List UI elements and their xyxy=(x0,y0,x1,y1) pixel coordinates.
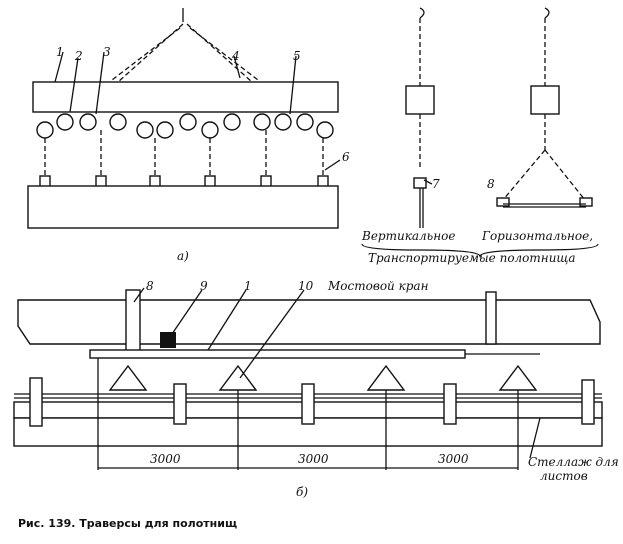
view-b-caption: б) xyxy=(296,485,308,499)
text-transported: Транспортируемые полотнища xyxy=(368,251,576,265)
label-6: 6 xyxy=(342,150,350,164)
dimension-1: 3000 xyxy=(150,452,181,466)
view-a-traverse: 1 2 3 4 5 6 а) xyxy=(27,8,350,263)
rack-label-line2: листов xyxy=(540,469,588,483)
sheet-orientation-legend: Вертикальное Горизонтальное, Транспортир… xyxy=(361,229,599,265)
view-a-caption: а) xyxy=(177,249,189,263)
label-3: 3 xyxy=(103,45,111,59)
figure-caption: Рис. 139. Траверсы для полотнищ xyxy=(18,517,237,530)
magnet-chains xyxy=(44,130,324,178)
view-b-crane: 3000 3000 3000 8 9 1 10 Мостовой кран Ст… xyxy=(13,279,619,499)
crane-bridge xyxy=(17,299,601,345)
hoist-block xyxy=(160,332,176,348)
label-7: 7 xyxy=(432,177,440,191)
horizontal-sheet-view: 8 xyxy=(487,7,593,208)
label-8-top: 8 xyxy=(487,177,495,191)
label-4: 4 xyxy=(231,49,240,63)
label-2: 2 xyxy=(74,49,83,63)
dimension-3: 3000 xyxy=(438,452,469,466)
label-1: 1 xyxy=(56,45,64,59)
label-1-crane: 1 xyxy=(244,279,252,293)
pulley-row xyxy=(36,113,334,139)
vertical-sheet-view: 7 xyxy=(405,7,440,228)
traverse-beam xyxy=(32,81,339,113)
sheet-plate xyxy=(27,185,339,229)
text-vertical: Вертикальное xyxy=(361,229,455,243)
label-9: 9 xyxy=(200,279,208,293)
posts xyxy=(29,377,595,427)
rack-label-line1: Стеллаж для xyxy=(528,455,619,469)
label-10: 10 xyxy=(298,279,314,293)
text-horizontal: Горизонтальное, xyxy=(481,229,593,243)
lower-magnets xyxy=(108,364,538,391)
label-8-crane: 8 xyxy=(146,279,154,293)
lower-traverse xyxy=(89,349,466,359)
label-5: 5 xyxy=(293,49,301,63)
crane-label: Мостовой кран xyxy=(327,279,429,293)
dimension-2: 3000 xyxy=(298,452,329,466)
